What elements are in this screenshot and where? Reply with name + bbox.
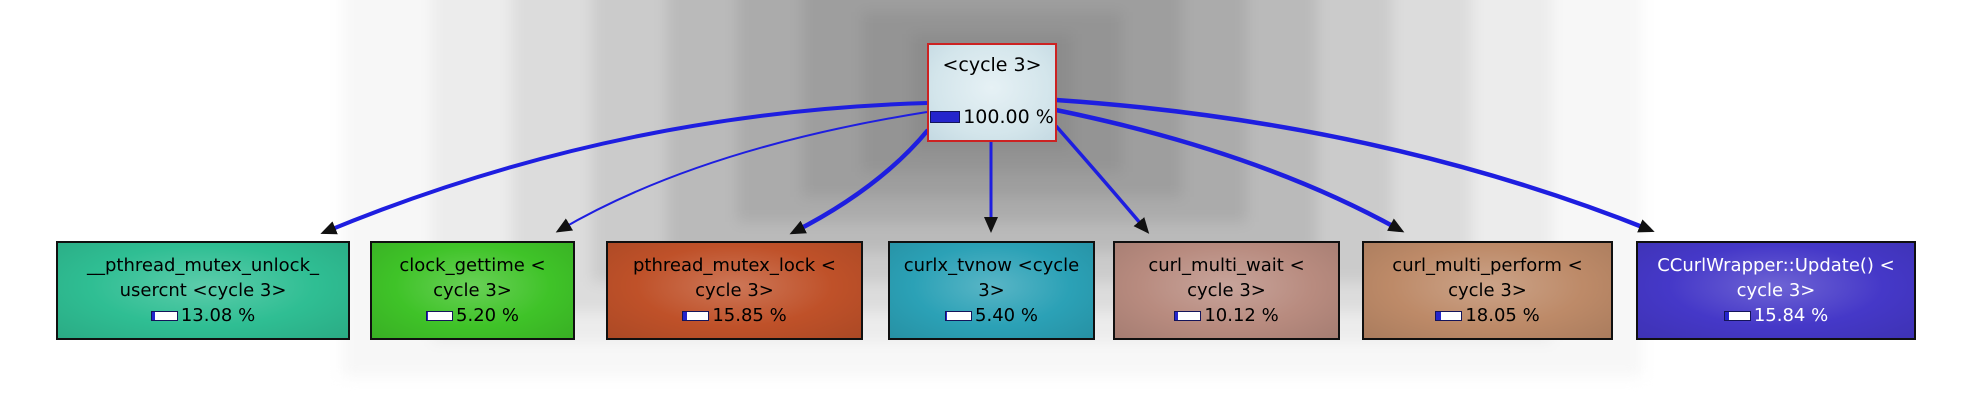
function-name-line2: cycle 3> bbox=[433, 280, 512, 301]
cost-row: 13.08 % bbox=[150, 303, 256, 328]
callee-node-ccurlwrapper-update[interactable]: CCurlWrapper::Update() < cycle 3> 15.84 … bbox=[1636, 241, 1916, 340]
callee-node-clock-gettime[interactable]: clock_gettime < cycle 3> 5.20 % bbox=[370, 241, 575, 340]
function-name: __pthread_mutex_unlock_ bbox=[87, 255, 319, 276]
function-name-line2: cycle 3> bbox=[1448, 280, 1527, 301]
cost-percent: 5.20 % bbox=[456, 305, 519, 326]
cost-bar-icon bbox=[150, 310, 178, 321]
cost-percent: 13.08 % bbox=[180, 305, 256, 326]
edge-to-pthread-mutex-lock[interactable] bbox=[789, 128, 930, 235]
edge-to-pthread-mutex-unlock[interactable] bbox=[320, 101, 928, 235]
cost-percent: 10.12 % bbox=[1204, 305, 1279, 326]
cost-bar-icon bbox=[1723, 310, 1751, 321]
edge-to-curl-multi-wait[interactable] bbox=[1054, 124, 1150, 234]
function-name-line2: usercnt <cycle 3> bbox=[119, 280, 287, 301]
callee-node-pthread-mutex-lock[interactable]: pthread_mutex_lock < cycle 3> 15.85 % bbox=[606, 241, 863, 340]
cost-row: 18.05 % bbox=[1435, 303, 1540, 328]
function-name: curl_multi_wait < bbox=[1148, 255, 1305, 276]
cost-bar-icon bbox=[930, 111, 961, 123]
function-name-line2: cycle 3> bbox=[1736, 280, 1816, 301]
callee-node-curl-multi-perform[interactable]: curl_multi_perform < cycle 3> 18.05 % bbox=[1362, 241, 1613, 340]
root-cost-row: 100.00 % bbox=[930, 106, 1054, 128]
cost-bar-icon bbox=[1174, 310, 1202, 321]
root-cost-percent: 100.00 % bbox=[963, 106, 1054, 128]
cost-row: 15.84 % bbox=[1723, 303, 1829, 328]
function-name: CCurlWrapper::Update() < bbox=[1657, 255, 1895, 276]
callee-node-curlx-tvnow[interactable]: curlx_tvnow <cycle 3> 5.40 % bbox=[888, 241, 1095, 340]
edge-to-ccurlwrapper-update[interactable] bbox=[1055, 97, 1655, 233]
cost-percent: 15.85 % bbox=[712, 305, 787, 326]
cost-bar-icon bbox=[1435, 310, 1463, 321]
callee-node-pthread-mutex-unlock[interactable]: __pthread_mutex_unlock_ usercnt <cycle 3… bbox=[56, 241, 350, 340]
function-name: pthread_mutex_lock < bbox=[633, 255, 836, 276]
cost-percent: 18.05 % bbox=[1465, 305, 1540, 326]
edge-to-clock-gettime[interactable] bbox=[555, 111, 928, 233]
cost-percent: 15.84 % bbox=[1753, 305, 1829, 326]
root-cycle-node[interactable]: <cycle 3> 100.00 % bbox=[927, 43, 1057, 142]
function-name: curl_multi_perform < bbox=[1392, 255, 1583, 276]
function-name-line2: cycle 3> bbox=[1187, 280, 1266, 301]
edge-to-curl-multi-perform[interactable] bbox=[1055, 107, 1405, 233]
callee-node-curl-multi-wait[interactable]: curl_multi_wait < cycle 3> 10.12 % bbox=[1113, 241, 1340, 340]
cost-row: 5.20 % bbox=[426, 303, 519, 328]
root-node-label: <cycle 3> bbox=[942, 54, 1042, 76]
cost-row: 5.40 % bbox=[945, 303, 1038, 328]
function-name-line2: 3> bbox=[978, 280, 1005, 301]
function-name: curlx_tvnow <cycle bbox=[903, 255, 1080, 276]
cost-percent: 5.40 % bbox=[975, 305, 1038, 326]
function-name: clock_gettime < bbox=[399, 255, 546, 276]
cost-row: 10.12 % bbox=[1174, 303, 1279, 328]
cost-bar-icon bbox=[426, 310, 454, 321]
cost-bar-icon bbox=[945, 310, 973, 321]
cost-bar-icon bbox=[682, 310, 710, 321]
function-name-line2: cycle 3> bbox=[695, 280, 774, 301]
cost-row: 15.85 % bbox=[682, 303, 787, 328]
